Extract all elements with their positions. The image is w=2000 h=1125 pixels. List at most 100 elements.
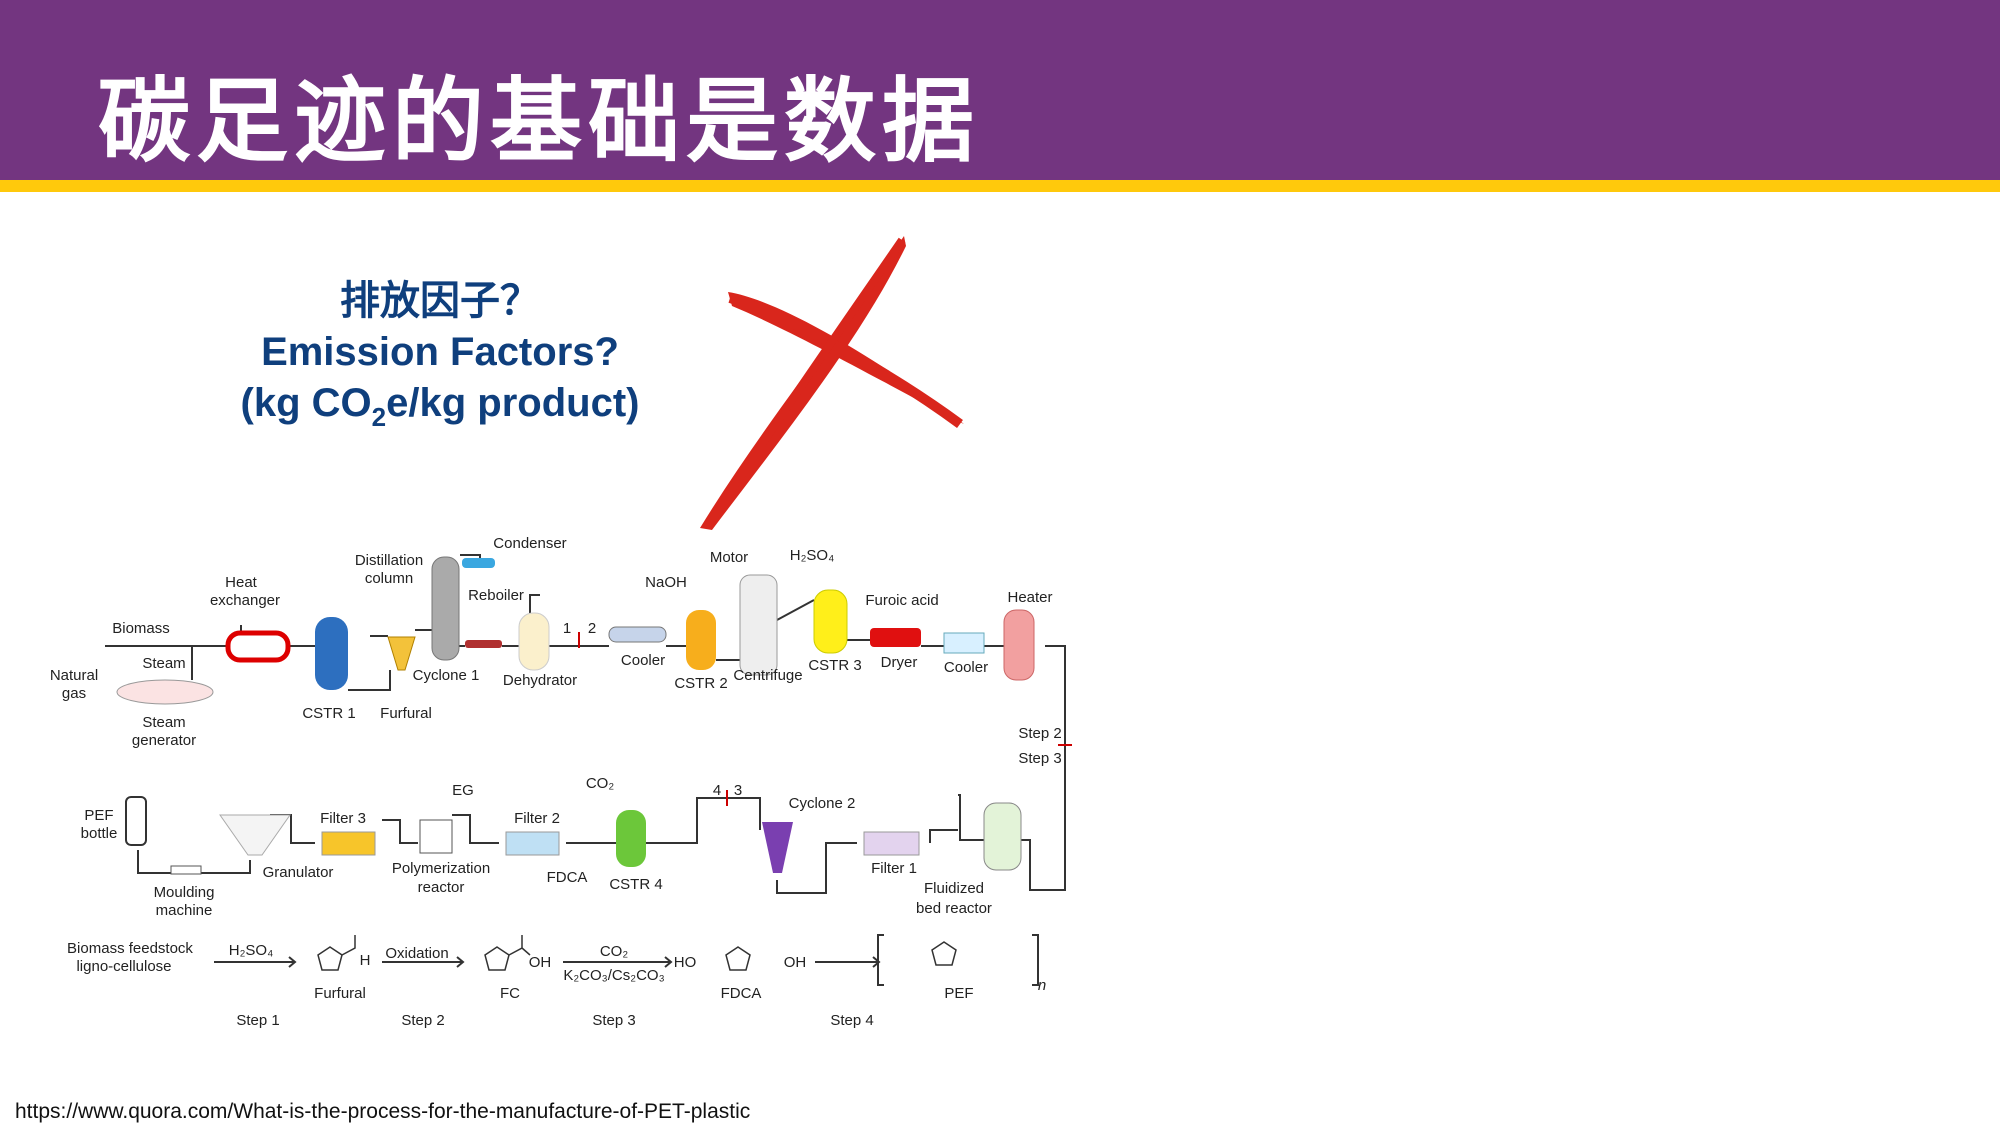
label: bottle (81, 825, 118, 842)
label: 4 (713, 782, 721, 799)
label: Filter 1 (871, 860, 917, 877)
label: Distillation (355, 552, 423, 569)
label: FC (500, 985, 520, 1002)
label: Polymerization (392, 860, 490, 877)
label: 3 (734, 782, 742, 799)
cyclone-2 (762, 822, 793, 873)
label: bed reactor (916, 900, 992, 917)
label: Steam (142, 714, 185, 731)
granulator (219, 814, 291, 856)
label: Furfural (314, 985, 366, 1002)
label: column (365, 570, 413, 587)
label: Cooler (621, 652, 665, 669)
heater (1003, 609, 1035, 681)
subtitle-chinese: 排放因子？ (340, 279, 540, 323)
label: exchanger (210, 592, 280, 609)
label: CO₂ (586, 775, 615, 792)
label: PEF (84, 807, 113, 824)
label: Cooler (944, 659, 988, 676)
label: FDCA (547, 869, 588, 886)
label: CSTR 1 (302, 705, 355, 722)
label: Biomass (112, 620, 170, 637)
label: Heat (225, 574, 258, 591)
dryer (870, 628, 921, 647)
unit-post: e/kg product) (386, 381, 640, 425)
cyclone-1 (387, 636, 416, 671)
subtitle-unit: (kg CO2e/kg product) (190, 378, 690, 443)
pipes (105, 554, 1066, 894)
cstr-1 (315, 617, 348, 690)
label: n (1038, 977, 1046, 994)
label: Furoic acid (865, 592, 938, 609)
label: Filter 2 (514, 810, 560, 827)
subtitle-english: Emission Factors? (261, 330, 619, 374)
polymerization-reactor (419, 819, 453, 854)
cooler-2 (943, 632, 985, 654)
accent-bar (0, 180, 2000, 192)
label: ligno-cellulose (76, 958, 171, 975)
label: Cyclone 1 (413, 667, 480, 684)
label: Biomass feedstock (67, 940, 193, 957)
section-markers (578, 632, 1072, 806)
label: NaOH (645, 574, 687, 591)
heat-exchanger (225, 630, 291, 663)
centrifuge (739, 574, 778, 676)
label: Granulator (263, 864, 334, 881)
label: Step 3 (592, 1012, 635, 1029)
label: 2 (588, 620, 596, 637)
label: Heater (1007, 589, 1052, 606)
label: Cyclone 2 (789, 795, 856, 812)
cstr-4 (616, 810, 646, 867)
source-link[interactable]: https://www.quora.com/What-is-the-proces… (15, 1100, 751, 1123)
label: Dryer (881, 654, 918, 671)
label: reactor (418, 879, 465, 896)
label: H₂SO₄ (790, 547, 834, 564)
label: EG (452, 782, 474, 799)
label: machine (156, 902, 213, 919)
label: K₂CO₃/Cs₂CO₃ (563, 967, 664, 984)
pef-bottle-icon (125, 796, 147, 846)
label: Step 4 (830, 1012, 873, 1029)
label: Furfural (380, 705, 432, 722)
slide-title: 碳足迹的基础是数据 (98, 68, 981, 175)
moulding-machine (170, 865, 202, 875)
label: Reboiler (468, 587, 524, 604)
label: Step 2 (401, 1012, 444, 1029)
emission-factor-question: 排放因子？ Emission Factors? (kg CO2e/kg prod… (190, 276, 690, 443)
label: H (360, 952, 371, 969)
label: generator (132, 732, 196, 749)
label: gas (62, 685, 86, 702)
steam-generator (116, 679, 214, 705)
label: Condenser (493, 535, 566, 552)
label: CSTR 2 (674, 675, 727, 692)
label: Step 2 (1018, 725, 1061, 742)
title-bar (0, 0, 2000, 180)
filter-1 (863, 831, 920, 856)
label: CO₂ (600, 943, 629, 960)
unit-pre: (kg CO (240, 381, 372, 425)
label: Filter 3 (320, 810, 366, 827)
dehydrator (518, 612, 550, 671)
label: 1 (563, 620, 571, 637)
label: PEF (944, 985, 973, 1002)
condenser (462, 558, 495, 568)
distillation-column (431, 556, 460, 661)
label: Motor (710, 549, 748, 566)
cstr-3 (813, 589, 848, 654)
label: Dehydrator (503, 672, 577, 689)
label: HO (674, 954, 697, 971)
label: Natural (50, 667, 98, 684)
label: CSTR 3 (808, 657, 861, 674)
filter-2 (505, 831, 560, 856)
reboiler (465, 640, 502, 648)
label: Steam (142, 655, 185, 672)
label: Step 1 (236, 1012, 279, 1029)
label: Oxidation (385, 945, 448, 962)
label: H₂SO₄ (229, 942, 273, 959)
label: Centrifuge (733, 667, 802, 684)
label: FDCA (721, 985, 762, 1002)
label: Moulding (154, 884, 215, 901)
label: Step 3 (1018, 750, 1061, 767)
